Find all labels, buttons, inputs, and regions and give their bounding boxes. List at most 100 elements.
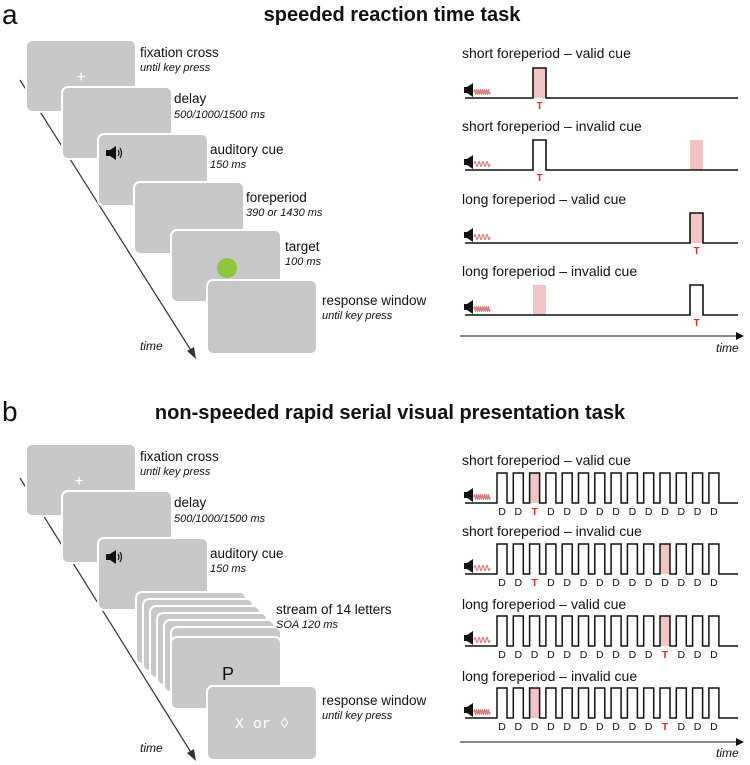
step-sublabel: until key press	[140, 466, 211, 478]
step-label: stream of 14 letters	[276, 602, 392, 617]
step-label: fixation cross	[140, 45, 219, 60]
distractor-letter: D	[547, 649, 555, 661]
auditory-cue-wave	[473, 708, 491, 716]
panel-b-letter: b	[2, 396, 18, 427]
step-sublabel: 150 ms	[210, 563, 247, 575]
target-letter: T	[531, 506, 538, 518]
distractor-letter: D	[678, 721, 686, 733]
distractor-letter: D	[645, 506, 653, 518]
step-sublabel: 390 or 1430 ms	[246, 207, 323, 219]
distractor-letter: D	[498, 577, 506, 589]
auditory-cue-wave	[473, 305, 491, 313]
timeline-title: long foreperiod – invalid cue	[462, 668, 637, 684]
auditory-cue-wave	[473, 88, 491, 96]
fixation-cross-icon: +	[74, 473, 83, 490]
step-label: fixation cross	[140, 449, 219, 464]
letter-stream-pulses	[470, 543, 738, 575]
distractor-letter: D	[515, 577, 523, 589]
step-label: response window	[322, 693, 427, 708]
distractor-letter: D	[612, 721, 620, 733]
distractor-letter: D	[596, 649, 604, 661]
distractor-letter: D	[694, 721, 702, 733]
step-sublabel: 150 ms	[210, 159, 247, 171]
step-sublabel: SOA 120 ms	[276, 619, 338, 631]
timeline-title: long foreperiod – invalid cue	[462, 263, 637, 279]
time-axis-label: time	[140, 741, 163, 755]
timeline-row: T	[464, 212, 738, 257]
card-response-window	[206, 685, 318, 761]
time-arrow-head	[187, 347, 196, 359]
speaker-icon	[106, 146, 123, 160]
speaker-icon	[464, 703, 473, 717]
speaker-icon	[464, 488, 473, 502]
distractor-letter: D	[710, 506, 718, 518]
timeline-time-arrow-head	[736, 738, 744, 746]
distractor-letter: D	[563, 721, 571, 733]
letter-stream-pulses	[470, 687, 738, 719]
target-letter: T	[536, 101, 542, 112]
distractor-letter: D	[498, 721, 506, 733]
distractor-letter: D	[710, 721, 718, 733]
step-label: target	[285, 239, 320, 254]
distractor-letter: D	[596, 506, 604, 518]
distractor-letter: D	[580, 506, 588, 518]
step-sublabel: until key press	[322, 710, 393, 722]
distractor-letter: D	[612, 506, 620, 518]
fixation-cross-icon: +	[76, 69, 85, 86]
step-label: auditory cue	[210, 142, 284, 157]
distractor-letter: D	[629, 577, 637, 589]
distractor-letter: D	[498, 506, 506, 518]
speaker-icon	[464, 631, 473, 645]
distractor-letter: D	[710, 577, 718, 589]
distractor-letter: D	[612, 649, 620, 661]
target-letter: T	[662, 721, 669, 733]
panel-a-title: speeded reaction time task	[264, 4, 522, 26]
distractor-letter: D	[612, 577, 620, 589]
distractor-letter: D	[645, 721, 653, 733]
expected-target-window	[690, 213, 703, 243]
timeline-row: T	[464, 284, 738, 329]
time-arrow	[19, 79, 193, 353]
distractor-letter: D	[515, 649, 523, 661]
auditory-cue-wave	[473, 160, 491, 168]
distractor-letter: D	[629, 506, 637, 518]
distractor-letter: D	[678, 577, 686, 589]
distractor-letter: D	[498, 649, 506, 661]
distractor-letter: D	[596, 721, 604, 733]
letter-stream-pulses	[470, 615, 738, 647]
auditory-cue-wave	[473, 233, 491, 241]
letter-stream-stack	[135, 591, 282, 710]
stream-letter: P	[222, 664, 234, 684]
timeline-time-label: time	[716, 746, 739, 760]
distractor-letter: D	[678, 506, 686, 518]
auditory-cue-wave	[473, 636, 491, 644]
distractor-letter: D	[580, 649, 588, 661]
distractor-letter: D	[515, 506, 523, 518]
speaker-icon	[106, 550, 123, 564]
distractor-letter: D	[694, 577, 702, 589]
distractor-letter: D	[547, 577, 555, 589]
distractor-letter: D	[515, 721, 523, 733]
response-options: X or ◊	[235, 716, 289, 733]
distractor-letter: D	[580, 721, 588, 733]
target-green-dot	[217, 258, 237, 278]
expected-target-window	[529, 473, 540, 503]
target-pulse-line	[470, 284, 738, 316]
distractor-letter: D	[563, 577, 571, 589]
auditory-cue-wave	[473, 564, 491, 572]
speaker-icon	[464, 559, 473, 573]
time-axis-label: time	[140, 339, 163, 353]
time-arrow-head	[187, 749, 196, 761]
panel-b-title: non-speeded rapid serial visual presenta…	[155, 402, 626, 424]
target-letter: T	[662, 649, 669, 661]
step-label: delay	[174, 91, 207, 106]
distractor-letter: D	[547, 506, 555, 518]
timeline-title: short foreperiod – invalid cue	[462, 118, 642, 134]
expected-target-window	[660, 544, 670, 574]
distractor-letter: D	[563, 506, 571, 518]
